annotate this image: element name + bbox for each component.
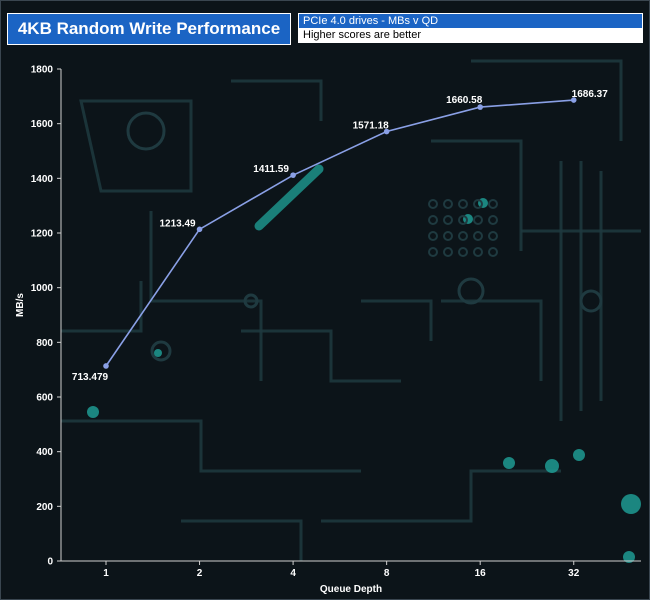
circuit-via: [443, 231, 453, 241]
data-point: [477, 104, 483, 110]
circuit-trace: [61, 419, 361, 473]
circuit-trace: [149, 211, 263, 381]
circuit-trace: [441, 299, 543, 381]
circuit-pad: [87, 406, 99, 418]
y-tick-label: 1400: [31, 174, 54, 185]
circuit-via: [488, 215, 498, 225]
circuit-via: [473, 199, 483, 209]
circuit-pad: [545, 459, 559, 473]
y-tick-labels: 0 200 400 600 800 1000 1200 1400 1600 1800: [31, 65, 61, 568]
circuit-ring: [243, 293, 259, 309]
data-point: [196, 226, 203, 233]
x-tick-label: 4: [290, 568, 296, 579]
circuit-ring: [457, 277, 485, 305]
data-point: [103, 363, 109, 369]
circuit-via: [443, 215, 453, 225]
y-tick-label: 1600: [31, 119, 54, 130]
circuit-trace: [231, 79, 323, 121]
y-tick-label: 800: [36, 338, 53, 349]
data-point: [570, 97, 577, 103]
x-axis-title: Queue Depth: [320, 584, 382, 595]
circuit-ring: [126, 111, 166, 151]
circuit-trace: [471, 59, 623, 141]
circuit-pad: [621, 494, 641, 514]
chart-title: 4KB Random Write Performance: [7, 13, 291, 45]
y-tick-label: 1200: [31, 229, 54, 240]
circuit-pad: [154, 349, 162, 357]
data-label: 1571.18: [353, 121, 390, 132]
chart-axes: [60, 69, 641, 562]
x-tick-label: 2: [197, 568, 203, 579]
circuit-background: [61, 59, 641, 563]
y-tick-label: 0: [47, 557, 53, 568]
circuit-bar: [254, 164, 324, 231]
circuit-via: [443, 247, 453, 257]
circuit-trace: [361, 299, 433, 341]
y-tick-label: 1000: [31, 283, 54, 294]
circuit-via: [458, 215, 468, 225]
circuit-trace: [321, 469, 561, 523]
circuit-via: [488, 231, 498, 241]
circuit-trace: [241, 329, 401, 383]
circuit-trace: [61, 281, 143, 333]
data-labels: 713.479 1213.49 1411.59 1571.18 1660.58 1686.…: [72, 89, 608, 383]
x-tick-label: 8: [384, 568, 390, 579]
data-label: 1213.49: [159, 218, 196, 229]
y-tick-label: 600: [36, 393, 53, 404]
chart-subtitle-box: PCIe 4.0 drives - MBs v QD Higher scores…: [298, 13, 643, 43]
circuit-via: [458, 247, 468, 257]
series-line: [105, 99, 574, 367]
circuit-trace: [181, 519, 303, 561]
circuit-via: [458, 199, 468, 209]
circuit-via: [428, 199, 438, 209]
circuit-via: [428, 231, 438, 241]
circuit-via: [458, 231, 468, 241]
circuit-pad: [503, 457, 515, 469]
y-tick-label: 200: [36, 502, 53, 513]
circuit-via: [428, 215, 438, 225]
circuit-via: [488, 247, 498, 257]
data-label: 1411.59: [253, 164, 289, 175]
x-tick-label: 32: [568, 568, 580, 579]
chart-note: Higher scores are better: [299, 29, 642, 42]
circuit-via: [428, 247, 438, 257]
circuit-via: [443, 199, 453, 209]
circuit-ring: [150, 340, 172, 362]
circuit-ring: [579, 289, 603, 313]
data-point: [290, 172, 296, 178]
circuit-trace: [431, 139, 523, 251]
y-axis-title: MB/s: [15, 293, 26, 317]
circuit-pad: [623, 551, 635, 563]
circuit-via: [488, 199, 498, 209]
series-drive: [103, 97, 577, 369]
circuit-trace: [79, 99, 193, 193]
y-tick-label: 1800: [31, 65, 54, 76]
circuit-via: [473, 215, 483, 225]
x-tick-label: 16: [475, 568, 487, 579]
x-tick-label: 1: [103, 568, 109, 579]
data-label: 1686.37: [572, 89, 609, 100]
x-tick-labels: 1 2 4 8 16 32: [103, 561, 580, 579]
data-point: [383, 128, 390, 135]
circuit-pad: [573, 449, 585, 461]
data-label: 1660.58: [446, 95, 483, 106]
circuit-via: [473, 231, 483, 241]
chart-subtitle: PCIe 4.0 drives - MBs v QD: [299, 14, 642, 29]
y-tick-label: 400: [36, 447, 53, 458]
data-label: 713.479: [72, 372, 109, 383]
circuit-via: [473, 247, 483, 257]
